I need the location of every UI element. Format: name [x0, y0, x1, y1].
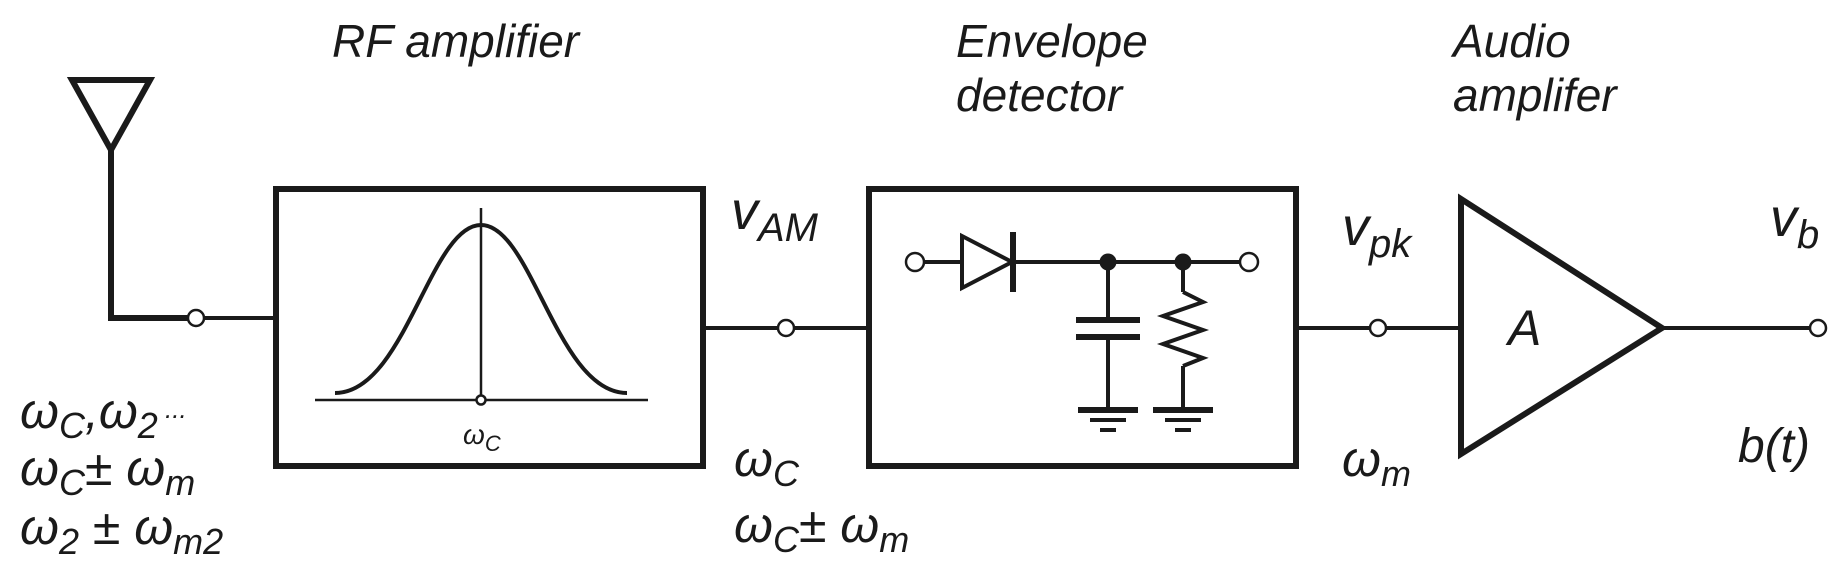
- resistor-icon: [1156, 262, 1210, 410]
- antenna-icon: [66, 77, 193, 321]
- vam-terminal: [776, 318, 796, 338]
- envelope-detector-title-line2: detector: [956, 69, 1124, 121]
- envelope-circuit: [904, 232, 1260, 432]
- v-pk-label: vpk: [1342, 197, 1413, 266]
- rf-center-label: ωC: [463, 419, 501, 456]
- envelope-detector-block: [866, 186, 1299, 469]
- ground-icon: [1153, 407, 1213, 432]
- audio-amplifier-triangle: [1458, 193, 1668, 460]
- ground-icon: [1078, 407, 1138, 432]
- gain-label: A: [1505, 300, 1541, 356]
- diode-icon: [960, 232, 1017, 292]
- input-spectrum-line1: ωC,ω2 ...: [20, 383, 187, 446]
- vpk-terminal: [1368, 318, 1388, 338]
- output-terminal: [1808, 318, 1828, 338]
- audio-amplifier-title-line2: amplifer: [1453, 69, 1618, 121]
- capacitor-icon: [1076, 262, 1140, 410]
- input-spectrum-line3: ω2 ± ωm2: [20, 499, 223, 562]
- mid-spectrum-line1: ωC: [734, 431, 800, 494]
- envelope-detector-title-line1: Envelope: [956, 15, 1148, 67]
- audio-amplifier-title-line1: Audio: [1450, 15, 1571, 67]
- output-function-label: b(t): [1738, 420, 1810, 473]
- v-b-label: vb: [1770, 188, 1819, 257]
- pk-spectrum-line1: ωm: [1342, 431, 1411, 494]
- input-spectrum-line2: ωC± ωm: [20, 440, 195, 503]
- v-am-label: vAM: [731, 181, 819, 250]
- mid-spectrum-line2: ωC± ωm: [734, 497, 909, 560]
- rf-amplifier-block: [273, 186, 706, 469]
- input-terminal: [186, 308, 206, 328]
- rf-amplifier-title: RF amplifier: [332, 15, 581, 67]
- bandpass-curve: [315, 208, 648, 406]
